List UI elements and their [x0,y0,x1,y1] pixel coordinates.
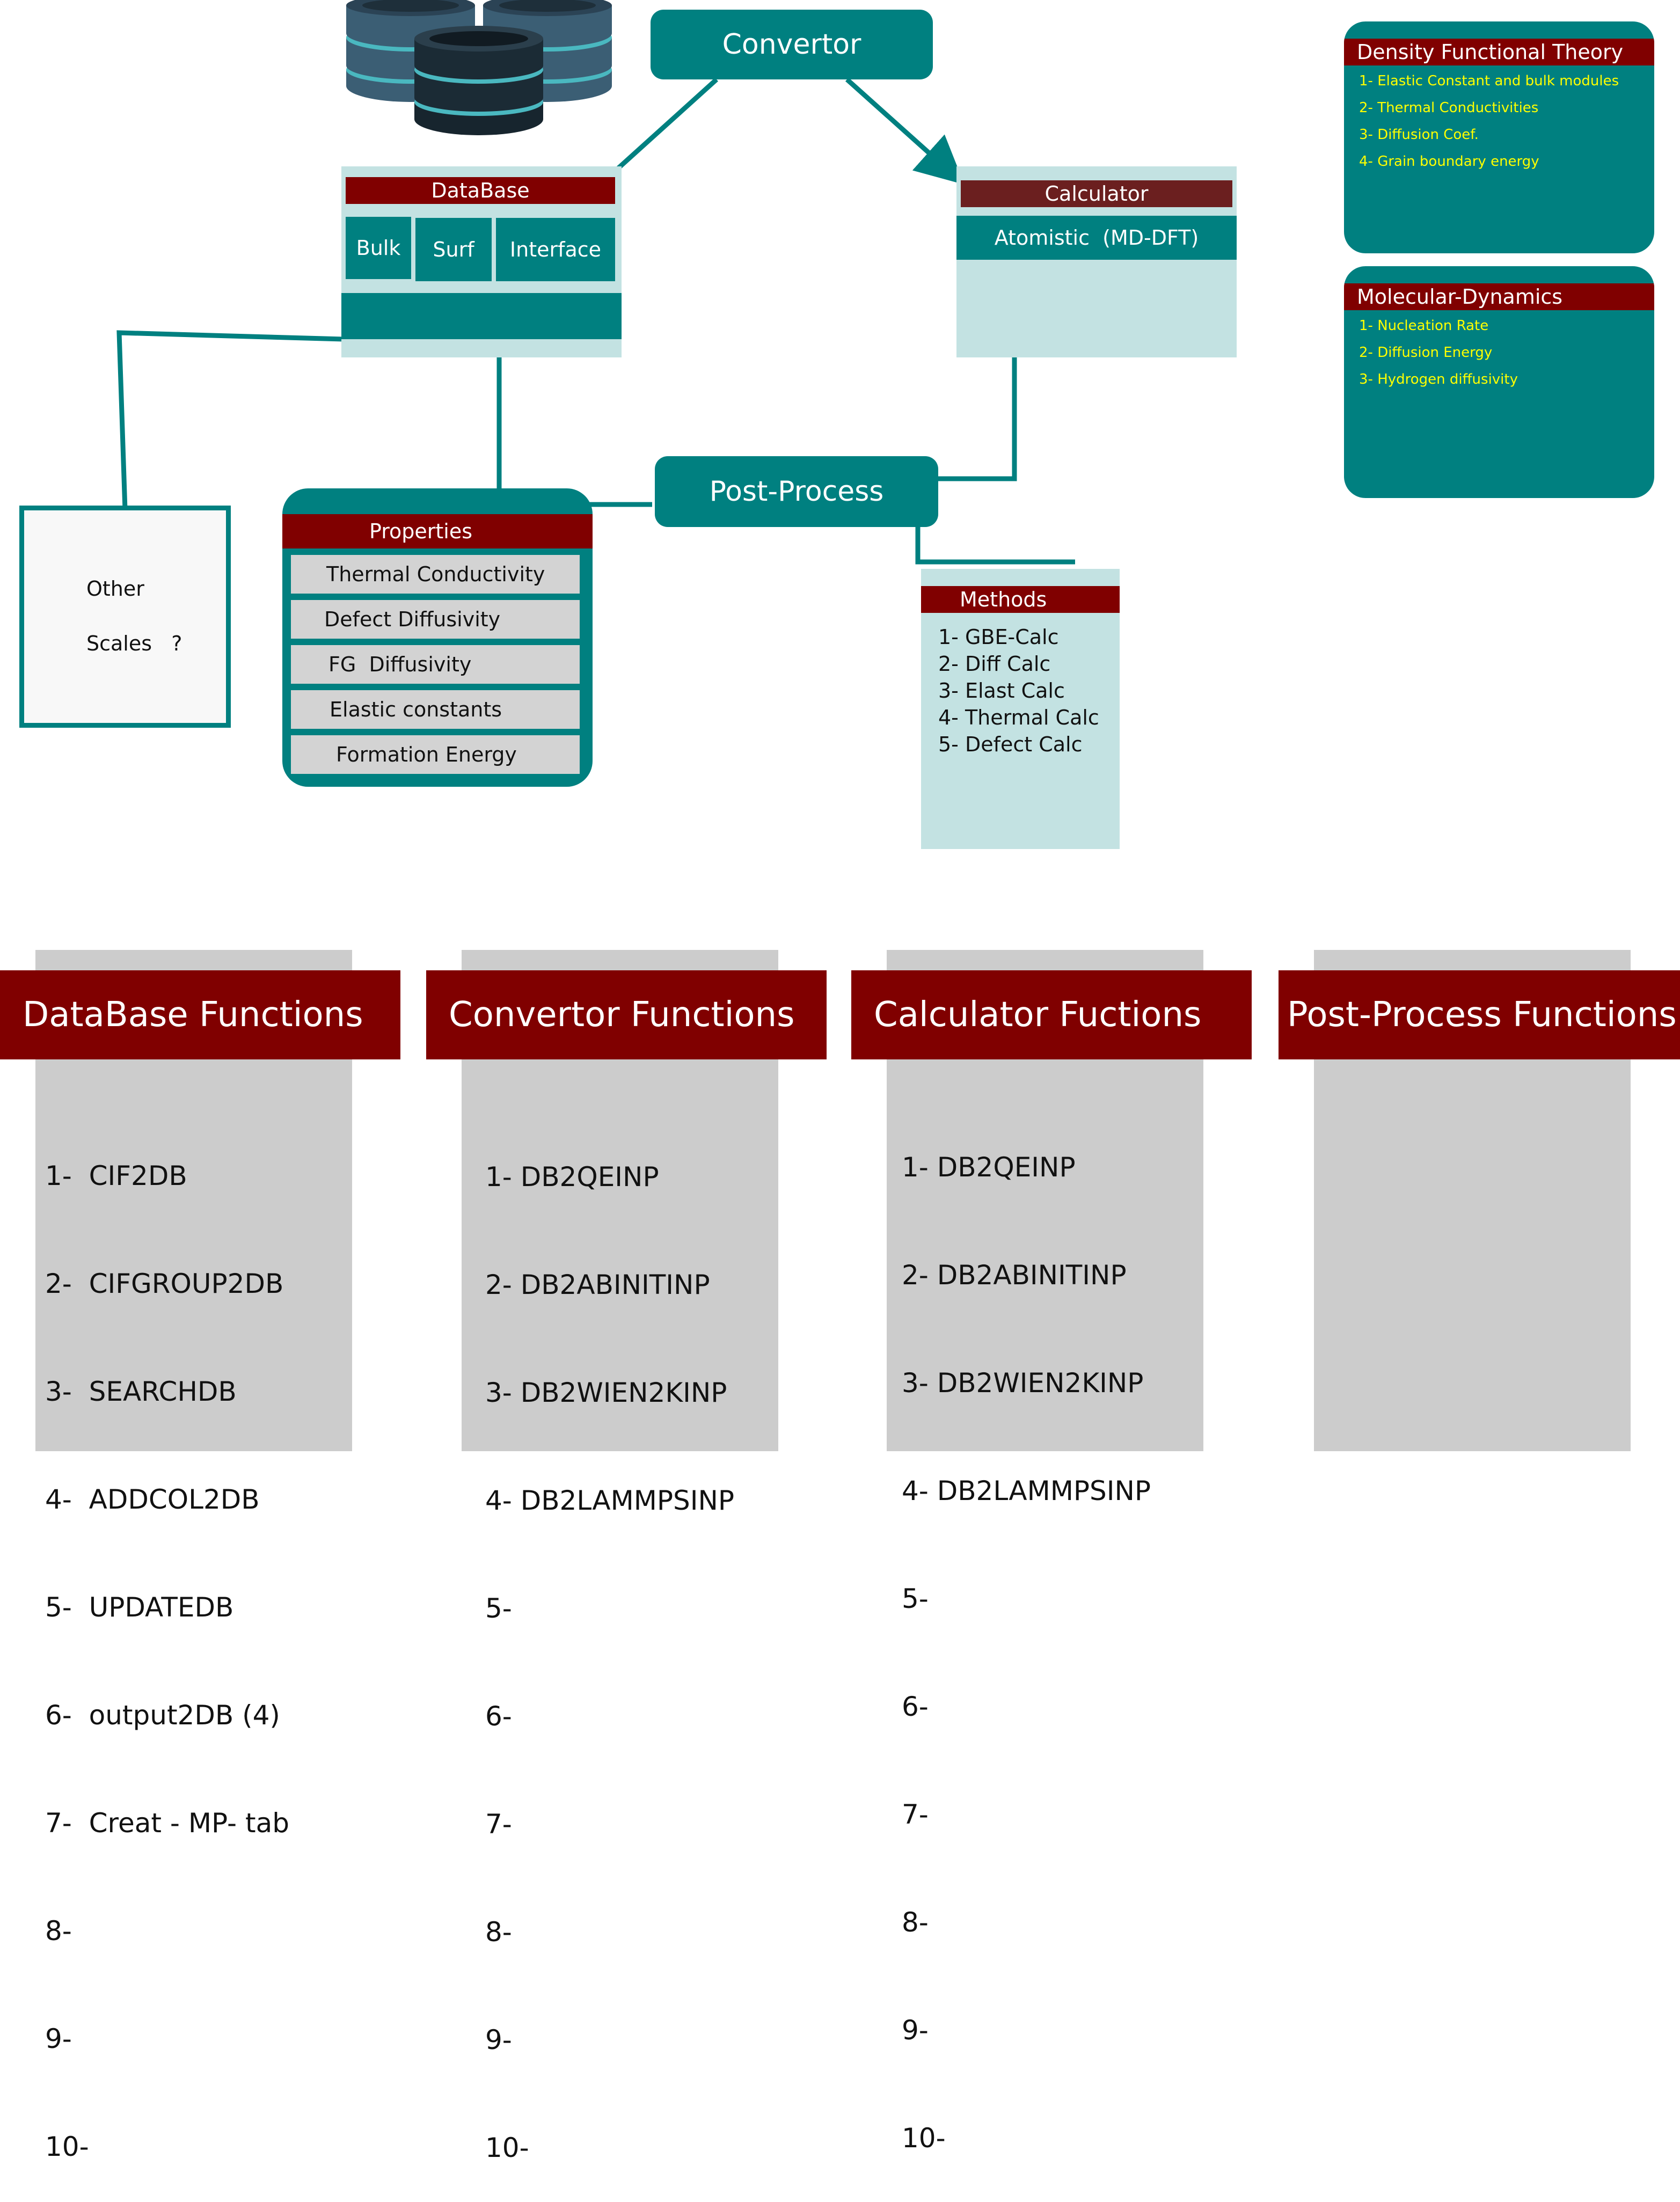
function-item[interactable]: 10- [45,2131,89,2162]
function-item[interactable]: 10- [902,2123,946,2154]
property-item[interactable]: Elastic constants [291,690,580,729]
database-stack-icon [346,0,612,135]
md-title: Molecular-Dynamics [1344,283,1654,310]
property-item[interactable]: FG Diffusivity [291,645,580,684]
database-functions-list: 1- CIF2DB 2- CIFGROUP2DB 3- SEARCHDB 4- … [45,1086,289,2201]
other-scales-box[interactable]: Other Scales ? [19,506,231,728]
function-item[interactable]: 5- UPDATEDB [45,1592,234,1623]
function-item[interactable]: 9- [902,2015,929,2046]
methods-list: 1- GBE-Calc 2- Diff Calc 3- Elast Calc 4… [938,624,1099,758]
function-item[interactable]: 5- [902,1583,929,1614]
function-item[interactable]: 4- DB2LAMMPSINP [485,1485,735,1516]
method-item[interactable]: 3- Elast Calc [938,679,1065,703]
function-item[interactable]: 4- ADDCOL2DB [45,1484,260,1515]
function-item[interactable]: 3- SEARCHDB [45,1376,237,1407]
connector-convertor-calculator [845,77,965,185]
database-node[interactable]: DataBase Bulk Surf Interface [341,166,622,357]
convertor-label: Convertor [722,28,861,61]
connector-convertor-database [604,77,719,181]
properties-card: Properties Thermal Conductivity Defect D… [282,488,593,787]
md-card: Molecular-Dynamics 1- Nucleation Rate 2-… [1344,266,1654,498]
function-item[interactable]: 2- CIFGROUP2DB [45,1268,284,1299]
calculator-node[interactable]: Calculator Atomistic (MD-DFT) [956,166,1237,357]
dft-card: Density Functional Theory 1- Elastic Con… [1344,21,1654,253]
other-scales-line2: Scales ? [86,632,182,655]
function-item[interactable]: 7- Creat - MP- tab [45,1808,289,1839]
property-item[interactable]: Thermal Conductivity [291,555,580,594]
calculator-functions-title: Calculator Fuctions [851,970,1252,1059]
function-item[interactable]: 3- DB2WIEN2KINP [902,1367,1144,1399]
database-title: DataBase [346,177,615,204]
calculator-atomistic-row[interactable]: Atomistic (MD-DFT) [956,216,1237,260]
properties-title: Properties [282,514,593,548]
convertor-functions-list: 1- DB2QEINP 2- DB2ABINITINP 3- DB2WIEN2K… [485,1087,734,2202]
tab-surf[interactable]: Surf [415,218,492,281]
function-item[interactable]: 3- DB2WIEN2KINP [485,1377,727,1408]
md-item: 3- Hydrogen diffusivity [1359,371,1518,387]
function-item[interactable]: 7- [902,1799,929,1830]
tab-bulk[interactable]: Bulk [346,217,411,279]
function-item[interactable]: 1- DB2QEINP [485,1161,659,1193]
method-item[interactable]: 4- Thermal Calc [938,706,1099,729]
calculator-title: Calculator [961,180,1232,207]
function-item[interactable]: 7- [485,1809,512,1840]
md-list: 1- Nucleation Rate 2- Diffusion Energy 3… [1344,310,1654,393]
method-item[interactable]: 2- Diff Calc [938,652,1051,676]
function-item[interactable]: 9- [45,2023,72,2054]
function-item[interactable]: 1- DB2QEINP [902,1152,1076,1183]
function-item[interactable]: 5- [485,1593,512,1624]
other-scales-line1: Other [86,577,144,601]
function-item[interactable]: 6- [902,1691,929,1722]
function-item[interactable]: 9- [485,2024,512,2055]
function-item[interactable]: 8- [485,1916,512,1948]
property-item[interactable]: Defect Diffusivity [291,600,580,639]
connector-calculator-postprocess [933,355,1017,481]
dft-item: 1- Elastic Constant and bulk modules [1359,73,1619,89]
function-item[interactable]: 1- CIF2DB [45,1160,187,1191]
database-functions-title: DataBase Functions [0,970,400,1059]
function-item[interactable]: 6- output2DB (4) [45,1700,280,1731]
convertor-node[interactable]: Convertor [651,10,933,79]
methods-node[interactable]: Methods 1- GBE-Calc 2- Diff Calc 3- Elas… [921,569,1120,849]
convertor-functions-title: Convertor Functions [426,970,827,1059]
function-item[interactable]: 10- [485,2132,529,2163]
function-item[interactable]: 8- [902,1907,929,1938]
method-item[interactable]: 5- Defect Calc [938,733,1083,756]
dft-title: Density Functional Theory [1344,39,1654,65]
function-item[interactable]: 6- [485,1701,512,1732]
md-item: 1- Nucleation Rate [1359,318,1489,334]
calculator-atomistic-label: Atomistic (MD-DFT) [994,226,1199,250]
dft-item: 3- Diffusion Coef. [1359,127,1479,143]
function-item[interactable]: 2- DB2ABINITINP [902,1260,1127,1291]
md-item: 2- Diffusion Energy [1359,345,1493,361]
function-item[interactable]: 4- DB2LAMMPSINP [902,1475,1151,1506]
function-item[interactable]: 2- DB2ABINITINP [485,1269,710,1300]
tab-interface[interactable]: Interface [496,218,615,281]
connector-postprocess-methods [915,526,1075,565]
post-process-label: Post-Process [709,475,884,508]
database-footer-bar [341,293,622,339]
post-process-node[interactable]: Post-Process [655,456,938,527]
post-process-functions-title: Post-Process Functions [1279,970,1680,1059]
dft-item: 2- Thermal Conductivities [1359,100,1539,116]
calculator-functions-list: 1- DB2QEINP 2- DB2ABINITINP 3- DB2WIEN2K… [902,1078,1151,2192]
methods-title: Methods [921,586,1120,613]
dft-item: 4- Grain boundary energy [1359,153,1539,170]
property-item[interactable]: Formation Energy [291,735,580,774]
dft-list: 1- Elastic Constant and bulk modules 2- … [1344,65,1654,175]
method-item[interactable]: 1- GBE-Calc [938,625,1059,649]
function-item[interactable]: 8- [45,1915,72,1947]
